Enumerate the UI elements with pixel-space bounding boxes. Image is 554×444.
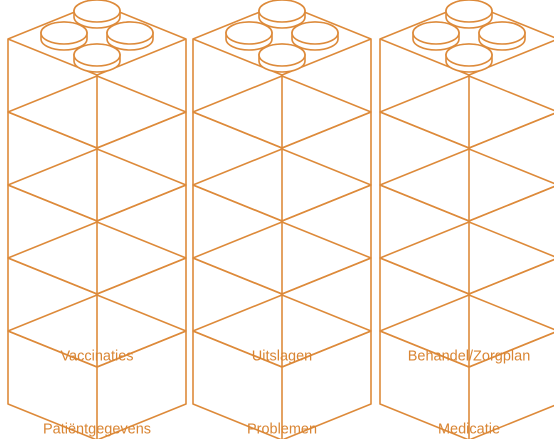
brick-top-edge — [380, 185, 554, 221]
brick-label: Behandel/Zorgplan — [408, 349, 531, 365]
brick-level-4 — [380, 76, 554, 221]
brick-top-edge — [380, 258, 554, 294]
stud-top — [259, 0, 305, 22]
stud-top — [292, 22, 338, 44]
brick-level-5 — [380, 0, 554, 148]
brick-level-2 — [380, 222, 554, 367]
brick-stack-middle — [193, 0, 371, 439]
stud-top — [446, 44, 492, 66]
brick-level-3 — [380, 149, 554, 294]
brick-label: Uitslagen — [252, 349, 312, 365]
brick-stack-right — [380, 0, 554, 439]
brick-label: Vaccinaties — [60, 349, 133, 365]
stud-top — [479, 22, 525, 44]
stud-top — [41, 22, 87, 44]
brick-outline — [380, 149, 554, 294]
brick-label: Medicatie — [438, 422, 500, 438]
stud-top — [259, 44, 305, 66]
brick-level-1 — [380, 295, 554, 439]
brick-outline — [380, 222, 554, 367]
stud-top — [74, 44, 120, 66]
brick-level-5 — [193, 0, 371, 148]
brick-outline — [380, 76, 554, 221]
stud-top — [74, 0, 120, 22]
stud-top — [413, 22, 459, 44]
brick-stack-left — [8, 0, 186, 439]
brick-level-5 — [8, 0, 186, 148]
brick-top-edge — [380, 112, 554, 148]
stud-top — [446, 0, 492, 22]
brick-label: Problemen — [247, 422, 317, 438]
stud-top — [107, 22, 153, 44]
brick-label: Patiëntgegevens — [43, 422, 151, 438]
stud-top — [226, 22, 272, 44]
